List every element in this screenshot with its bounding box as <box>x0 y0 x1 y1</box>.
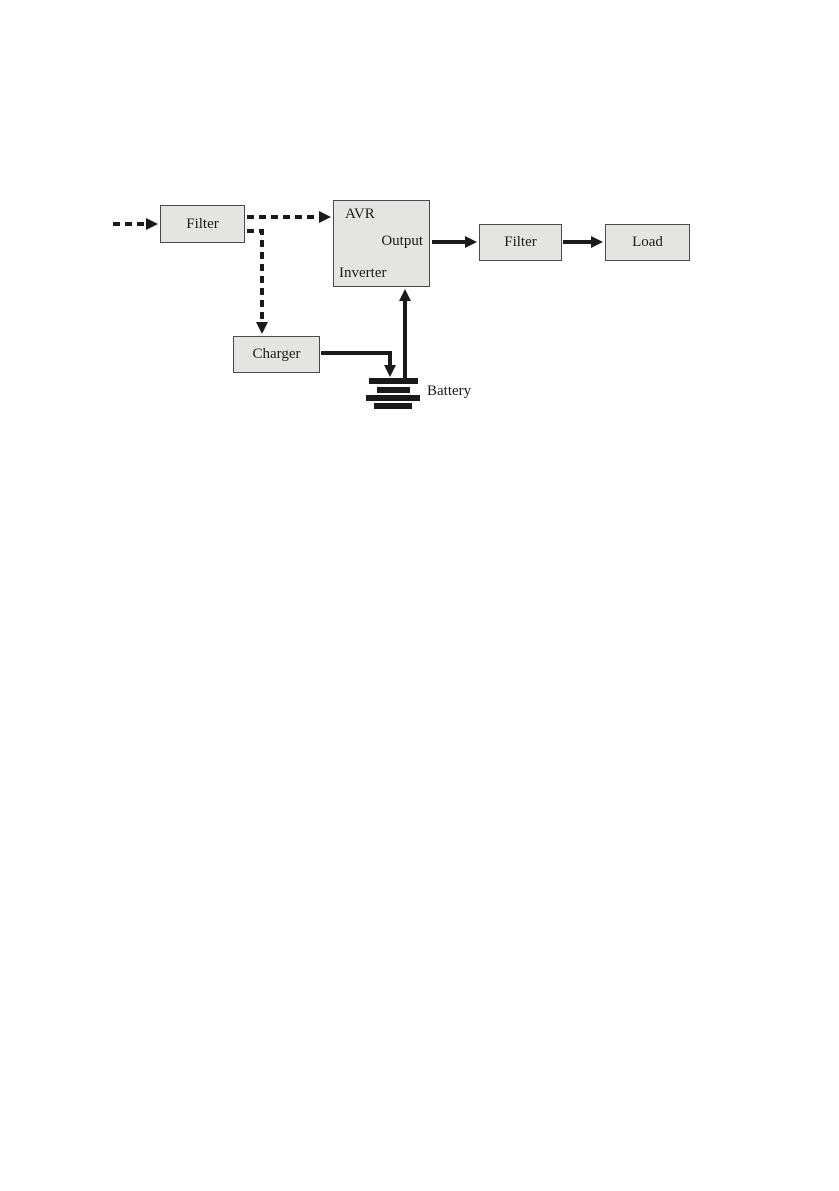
battery-label: Battery <box>427 383 472 399</box>
load-box: Load <box>605 224 690 261</box>
charger-label: Charger <box>252 346 301 362</box>
battery-to-inverter-arrow <box>399 289 411 378</box>
filter-to-load-arrow <box>563 236 603 248</box>
filter-to-charger-dashed-arrow <box>247 229 268 334</box>
filter-input-label: Filter <box>186 215 219 232</box>
ac-input-dashed-arrow <box>113 218 158 230</box>
charger-to-battery-arrow <box>321 351 396 377</box>
avr-inverter-box: AVR Output Inverter <box>333 200 430 287</box>
filter-to-avr-dashed-arrow <box>247 211 331 223</box>
avr-label: AVR <box>345 206 375 222</box>
filter-output-label: Filter <box>504 234 537 250</box>
charger-box: Charger <box>233 336 320 373</box>
output-label: Output <box>381 233 423 249</box>
inverter-label: Inverter <box>339 265 387 281</box>
battery-icon <box>366 378 420 409</box>
filter-output-box: Filter <box>479 224 562 261</box>
avr-to-filter-arrow <box>432 236 477 248</box>
filter-input-box: Filter <box>160 205 245 243</box>
load-label: Load <box>632 234 663 250</box>
